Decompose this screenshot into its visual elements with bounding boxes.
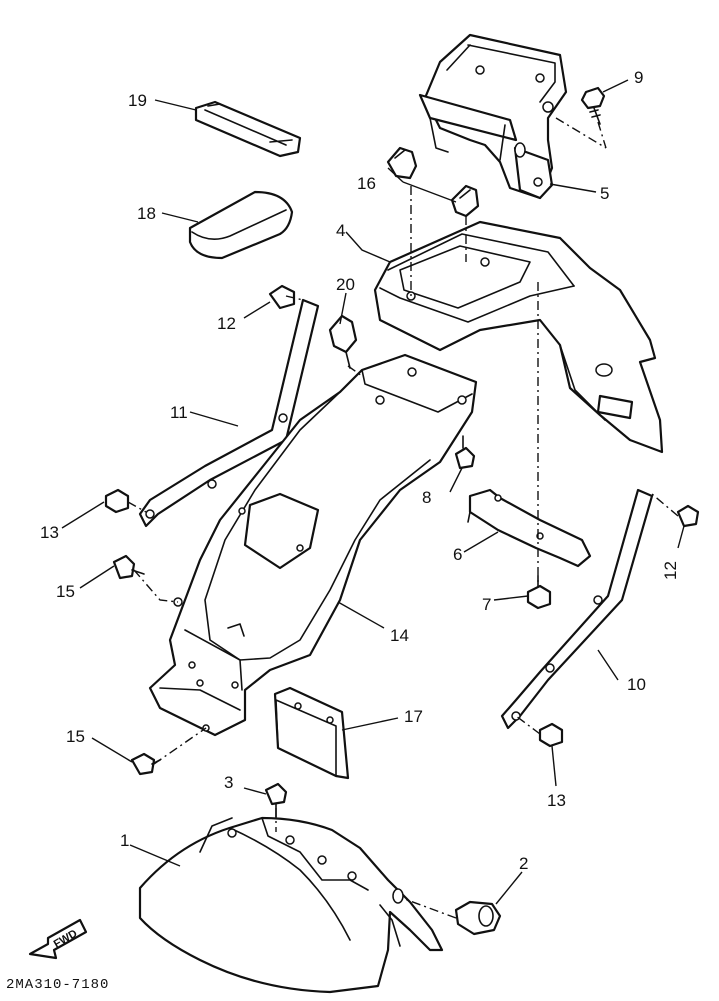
part-19-strap [194,100,302,158]
part-14-inner-fender [148,353,478,737]
drawing-code: 2MA310-7180 [6,977,109,993]
part-15-upper-screw [112,554,145,580]
callout-16: 16 [357,174,376,193]
part-4-rear-fender [373,220,664,454]
part-2-grommet [454,900,502,936]
part-7-nut [526,575,552,610]
callout-18: 18 [137,204,156,223]
part-10-stay [500,488,654,730]
callout-19: 19 [128,91,147,110]
leader-lines [61,79,685,905]
callout-15-lower: 15 [66,727,85,746]
callout-labels: 19 18 9 5 16 4 12 20 11 13 8 6 7 12 15 1… [40,68,680,873]
callout-15-upper: 15 [56,582,75,601]
callout-10: 10 [627,675,646,694]
part-15-lower-screw [130,752,161,776]
callout-5: 5 [600,184,609,203]
part-11-stay [138,298,320,528]
part-18-pad [188,190,294,260]
part-16-clips [386,146,480,218]
part-9-screw [580,86,606,125]
callout-6: 6 [453,545,462,564]
callout-11: 11 [170,403,188,422]
callout-8: 8 [422,488,431,507]
part-6-bracket [467,488,592,568]
callout-13-left: 13 [40,523,59,542]
fwd-arrow-icon: FWD [28,918,88,960]
part-17-plate [273,686,350,780]
fwd-label: FWD [52,928,80,951]
part-12-right-bolt [676,504,700,528]
callout-13-right: 13 [547,791,566,810]
callout-17: 17 [404,707,423,726]
assembly-lines [127,117,679,919]
callout-12-left: 12 [217,314,236,333]
callout-3: 3 [224,773,233,792]
callout-20: 20 [336,275,355,294]
callout-9: 9 [634,68,643,87]
part-5-bracket [418,33,568,200]
callout-14: 14 [390,626,409,645]
callout-1: 1 [120,831,129,850]
part-13-left-nut [104,488,130,514]
callout-4: 4 [336,221,345,240]
part-8-bolt [454,435,476,470]
part-1-front-fender [138,816,444,994]
part-13-right-nut [538,722,564,748]
callout-7: 7 [482,595,491,614]
callout-12-right: 12 [661,561,680,580]
callout-2: 2 [519,854,528,873]
part-20-clip [328,314,358,369]
